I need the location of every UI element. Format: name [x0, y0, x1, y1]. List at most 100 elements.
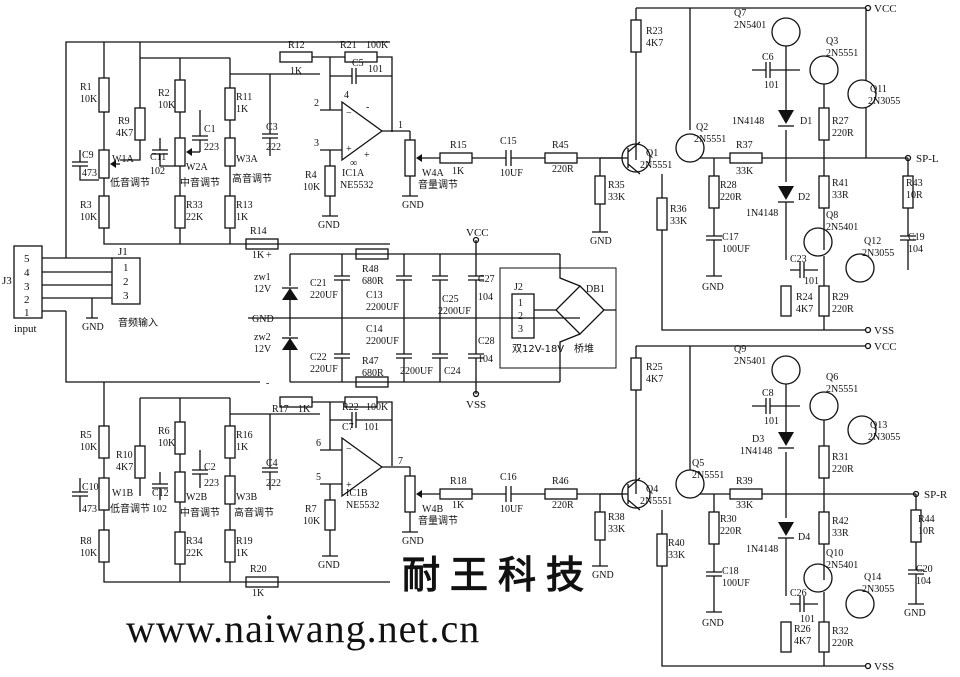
svg-text:1K: 1K: [236, 548, 249, 559]
svg-text:3: 3: [314, 138, 319, 149]
j3-label: input: [14, 323, 37, 335]
svg-text:104: 104: [478, 354, 493, 365]
svg-text:C23: C23: [790, 254, 807, 265]
svg-text:C4: C4: [266, 458, 278, 469]
svg-text:IC1A: IC1A: [342, 168, 365, 179]
svg-text:R10: R10: [116, 450, 133, 461]
svg-text:C14: C14: [366, 324, 383, 335]
svg-text:C17: C17: [722, 232, 739, 243]
svg-text:高音调节: 高音调节: [232, 172, 272, 185]
svg-text:2N5401: 2N5401: [826, 222, 858, 233]
svg-text:10R: 10R: [906, 190, 923, 201]
svg-text:Q13: Q13: [870, 420, 887, 431]
svg-text:220R: 220R: [552, 500, 574, 511]
svg-text:2N5551: 2N5551: [826, 48, 858, 59]
svg-text:10K: 10K: [303, 182, 321, 193]
svg-text:R3: R3: [80, 200, 92, 211]
svg-text:10K: 10K: [80, 212, 98, 223]
svg-text:R11: R11: [236, 92, 252, 103]
svg-text:+: +: [364, 150, 370, 161]
svg-text:2200UF: 2200UF: [366, 302, 399, 313]
svg-text:220R: 220R: [832, 638, 854, 649]
svg-text:2N3055: 2N3055: [868, 432, 900, 443]
svg-text:1N4148: 1N4148: [746, 208, 778, 219]
svg-text:33K: 33K: [736, 500, 754, 511]
svg-text:Q6: Q6: [826, 372, 838, 383]
svg-text:223: 223: [204, 142, 219, 153]
svg-text:C6: C6: [762, 52, 774, 63]
brand-name: 耐王科技: [402, 552, 594, 597]
svg-text:R27: R27: [832, 116, 849, 127]
svg-text:C12: C12: [152, 488, 169, 499]
svg-text:R35: R35: [608, 180, 625, 191]
svg-text:C3: C3: [266, 122, 278, 133]
svg-text:VSS: VSS: [874, 661, 894, 673]
svg-text:Q1: Q1: [646, 148, 658, 159]
svg-text:1K: 1K: [252, 588, 265, 599]
svg-text:+: +: [346, 480, 352, 491]
svg-text:101: 101: [800, 614, 815, 625]
svg-text:2N3055: 2N3055: [862, 584, 894, 595]
svg-text:-: -: [266, 378, 269, 389]
svg-text:4K7: 4K7: [646, 374, 663, 385]
svg-text:Q14: Q14: [864, 572, 881, 583]
svg-text:2: 2: [314, 98, 319, 109]
svg-text:低音调节: 低音调节: [110, 176, 150, 189]
svg-text:C8: C8: [762, 388, 774, 399]
svg-text:22K: 22K: [186, 548, 204, 559]
svg-text:D4: D4: [798, 532, 810, 543]
svg-text:102: 102: [152, 504, 167, 515]
svg-text:4K7: 4K7: [116, 462, 133, 473]
svg-text:6: 6: [316, 438, 321, 449]
brand-url: www.naiwang.net.cn: [126, 606, 480, 651]
svg-text:2N5551: 2N5551: [640, 160, 672, 171]
svg-text:GND: GND: [402, 536, 424, 547]
svg-text:C9: C9: [82, 150, 94, 161]
svg-text:101: 101: [364, 422, 379, 433]
svg-text:10K: 10K: [158, 438, 176, 449]
svg-text:3: 3: [24, 281, 30, 293]
svg-text:R9: R9: [118, 116, 130, 127]
svg-text:∞: ∞: [350, 158, 357, 169]
svg-text:R21: R21: [340, 40, 357, 51]
svg-text:10K: 10K: [158, 100, 176, 111]
svg-text:R23: R23: [646, 26, 663, 37]
svg-text:C25: C25: [442, 294, 459, 305]
svg-text:33K: 33K: [668, 550, 686, 561]
svg-text:10K: 10K: [80, 548, 98, 559]
svg-text:W4A: W4A: [422, 168, 444, 179]
svg-text:D2: D2: [798, 192, 810, 203]
svg-text:100UF: 100UF: [722, 244, 750, 255]
svg-text:DB1: DB1: [586, 284, 605, 295]
svg-text:C18: C18: [722, 566, 739, 577]
j3-connector: 5 4 3 2 1 J3 input: [2, 245, 43, 335]
svg-text:1: 1: [518, 298, 523, 309]
svg-text:33R: 33R: [832, 190, 849, 201]
svg-text:10UF: 10UF: [500, 168, 523, 179]
svg-text:220R: 220R: [720, 192, 742, 203]
svg-text:低音调节: 低音调节: [110, 502, 150, 515]
svg-text:10K: 10K: [303, 516, 321, 527]
svg-text:33K: 33K: [736, 166, 754, 177]
svg-text:W1B: W1B: [112, 488, 133, 499]
svg-text:R29: R29: [832, 292, 849, 303]
svg-text:SP-L: SP-L: [916, 153, 939, 165]
svg-text:R33: R33: [186, 200, 203, 211]
svg-text:W2B: W2B: [186, 492, 207, 503]
svg-text:R48: R48: [362, 264, 379, 275]
svg-text:VCC: VCC: [874, 3, 897, 15]
svg-text:2: 2: [24, 294, 30, 306]
svg-text:R37: R37: [736, 140, 753, 151]
svg-text:GND: GND: [702, 618, 724, 629]
svg-text:3: 3: [123, 290, 129, 302]
svg-text:R19: R19: [236, 536, 253, 547]
svg-text:Q3: Q3: [826, 36, 838, 47]
svg-text:1K: 1K: [290, 66, 303, 77]
svg-text:1: 1: [398, 120, 403, 131]
svg-text:1K: 1K: [452, 166, 465, 177]
svg-text:C11: C11: [150, 152, 166, 163]
